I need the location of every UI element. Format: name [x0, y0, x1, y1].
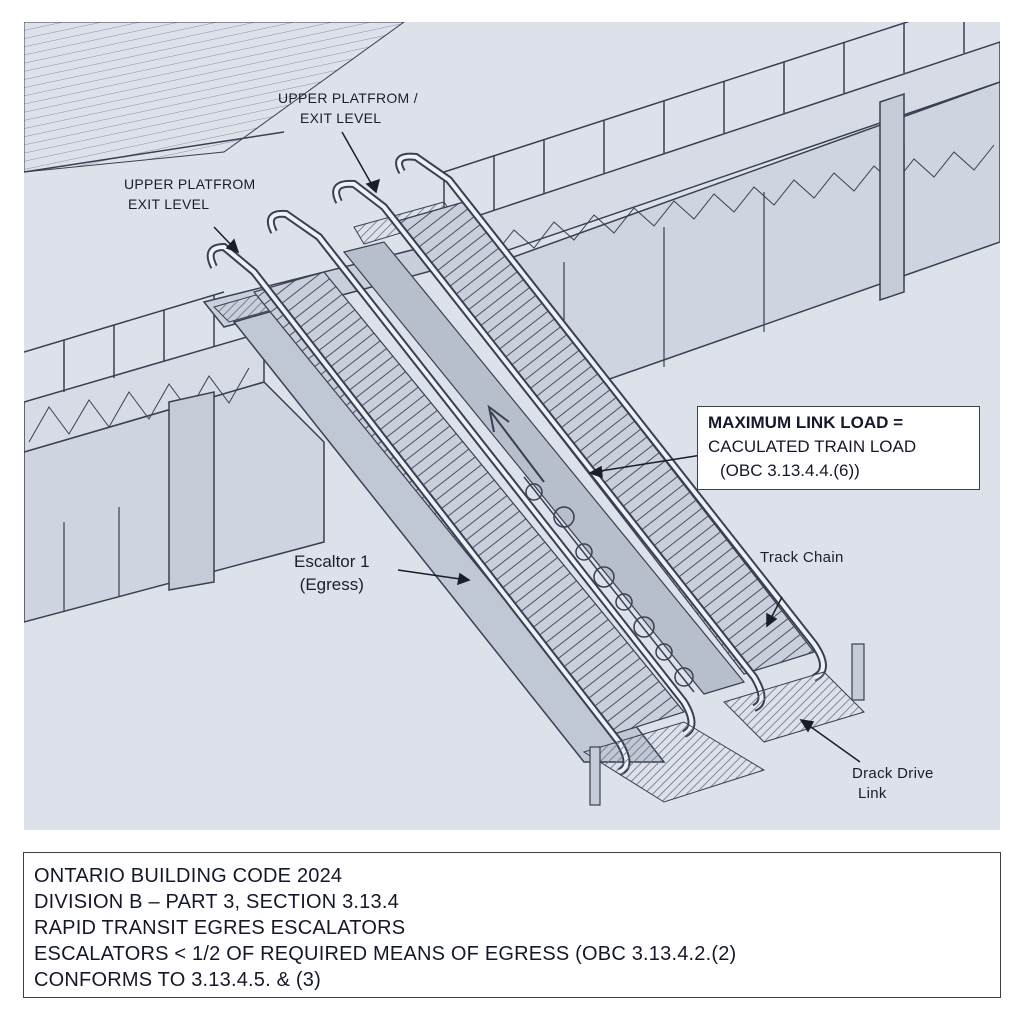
bollard-left — [589, 746, 601, 806]
callout-line-2: CACULATED TRAIN LOAD — [708, 437, 917, 456]
title-line-5: CONFORMS TO 3.13.4.5. & (3) — [34, 969, 321, 991]
left-railing — [24, 291, 225, 392]
right-column — [879, 92, 905, 302]
escalator-label-line-2: (Egress) — [299, 575, 364, 594]
escalator-label-line-1: Escaltor 1 — [294, 552, 370, 571]
upper-platform-left-line-1: UPPER PLATFROM — [124, 176, 256, 192]
right-railing — [443, 22, 965, 227]
title-line-2: DIVISION B – PART 3, SECTION 3.13.4 — [34, 891, 399, 913]
lower-landing-left — [582, 721, 766, 803]
drack-drive-label: Drack Drive Link — [852, 764, 934, 804]
direction-arrow — [487, 404, 545, 483]
drive-sprockets — [523, 476, 695, 693]
title-line-1: ONTARIO BUILDING CODE 2024 — [34, 865, 343, 887]
upper-platform-left-line-2: EXIT LEVEL — [128, 196, 210, 212]
drive-channel — [342, 241, 746, 695]
drack-drive-line-1: Drack Drive — [852, 765, 934, 782]
escalator-2 — [332, 152, 827, 712]
drack-drive-line-2: Link — [858, 785, 887, 802]
callout-line-3: (OBC 3.13.4.4.(6)) — [720, 461, 860, 480]
escalator-2-steps — [392, 201, 816, 675]
upper-platform-left-label: UPPER PLATFROM EXIT LEVEL — [124, 174, 256, 214]
left-truss — [24, 331, 265, 453]
upper-platform-right-line-1: UPPER PLATFROM / — [278, 90, 418, 106]
load-callout: MAXIMUM LINK LOAD = CACULATED TRAIN LOAD… — [697, 406, 980, 490]
track-chain-label: Track Chain — [760, 549, 844, 566]
escalator-label: Escaltor 1 (Egress) — [294, 550, 370, 596]
left-column — [168, 391, 215, 591]
lower-landing-right — [723, 671, 865, 743]
title-line-4: ESCALATORS < 1/2 OF REQUIRED MEANS OF EG… — [34, 943, 737, 965]
bollard-right — [851, 643, 865, 701]
callout-line-1: MAXIMUM LINK LOAD = — [708, 413, 904, 432]
upper-grille-wall — [24, 22, 405, 173]
title-line-3: RAPID TRANSIT EGRES ESCALATORS — [34, 917, 406, 939]
title-block: ONTARIO BUILDING CODE 2024 DIVISION B – … — [23, 852, 1001, 998]
upper-platform-right-line-2: EXIT LEVEL — [300, 110, 382, 126]
upper-platform-right-label: UPPER PLATFROM / EXIT LEVEL — [278, 88, 418, 128]
